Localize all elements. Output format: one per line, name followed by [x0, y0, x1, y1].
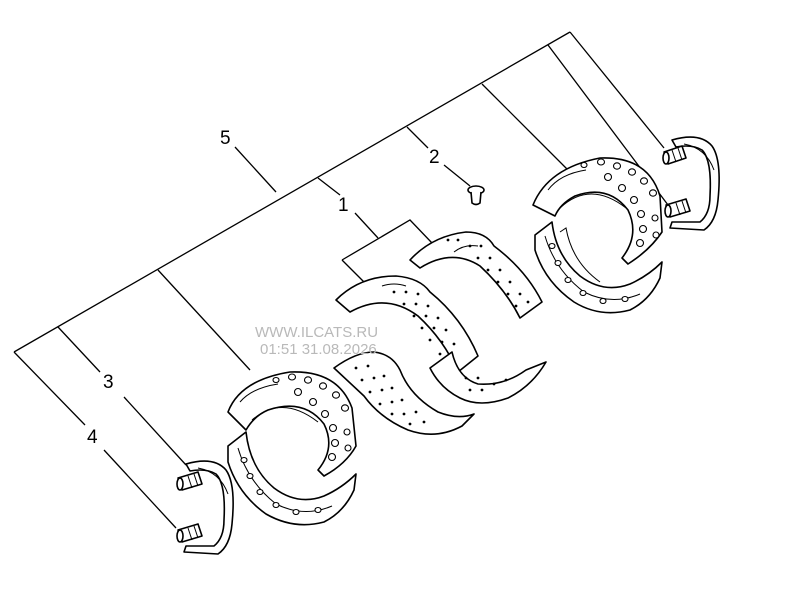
bolt-lower-b — [176, 523, 203, 543]
lining-upper-back — [409, 231, 543, 319]
leader-lines — [13, 31, 669, 529]
lining-lower-front — [333, 351, 475, 435]
lining-upper-front — [335, 275, 479, 373]
lining-lower-back — [429, 351, 547, 404]
bolt-lower-a — [176, 471, 203, 491]
spring-clip-lower-left — [183, 460, 234, 555]
brake-shoe-upper-right — [532, 157, 663, 314]
rivet-part — [467, 185, 485, 206]
callout-3: 3 — [103, 372, 114, 393]
watermark-timestamp: 01:51 31.08.2026 — [260, 341, 377, 358]
watermark-site: WWW.ILCATS.RU — [255, 324, 378, 341]
bolt-upper-b — [664, 198, 691, 218]
callout-1: 1 — [338, 195, 349, 216]
bolt-upper-a — [662, 145, 687, 165]
callout-4: 4 — [87, 427, 98, 448]
brake-shoe-lower-left — [227, 371, 357, 526]
callout-5: 5 — [220, 128, 231, 149]
spring-clip-upper-right — [669, 136, 720, 231]
callout-2: 2 — [429, 147, 440, 168]
